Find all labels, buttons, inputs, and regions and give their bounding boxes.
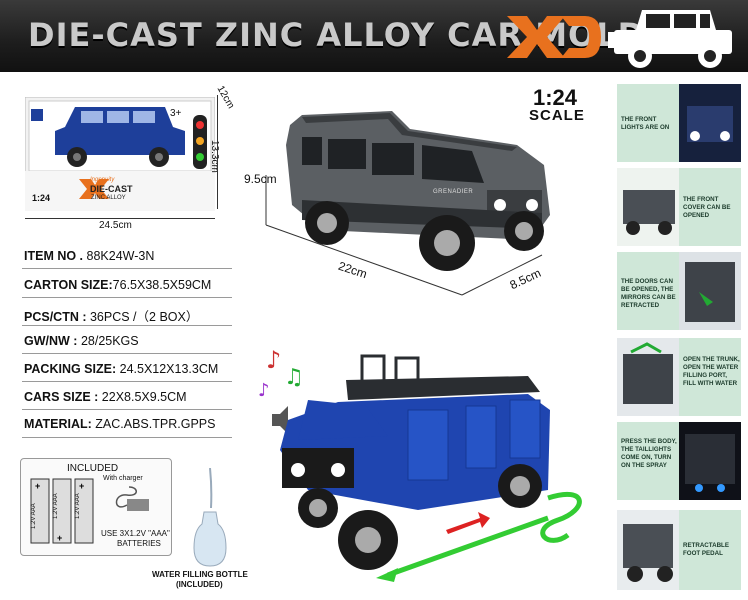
divider xyxy=(22,325,232,326)
feature-panel-front-lights: THE FRONT LIGHTS ARE ON xyxy=(617,84,741,162)
charger-cable-icon xyxy=(115,486,149,511)
scale-number: 1:24 xyxy=(533,85,578,110)
battery-label: 1.2V AAA xyxy=(75,493,81,519)
bottle-label-line1: WATER FILLING BOTTLE xyxy=(152,570,248,579)
feature-panel-front-cover: THE FRONT COVER CAN BE OPENED xyxy=(617,168,741,246)
svg-text:+: + xyxy=(57,533,62,543)
feature-panel-taillights: PRESS THE BODY, THE TAILLIGHTS COME ON, … xyxy=(617,422,741,500)
svg-text:♪: ♪ xyxy=(258,380,270,401)
grille-badge-text: GRENADIER xyxy=(433,189,474,195)
battery-label: 1.2V AAA xyxy=(31,503,37,529)
box-width-dimension: 24.5cm xyxy=(99,220,132,231)
charger-label: With charger xyxy=(103,475,143,482)
box-product-sub: ZINC ALLOY xyxy=(91,195,126,201)
bottle-label-line2: (INCLUDED) xyxy=(176,580,223,589)
spec-item-no: ITEM NO . 88K24W-3N xyxy=(24,249,155,263)
spec-material: MATERIAL: ZAC.ABS.TPR.GPPS xyxy=(24,417,216,431)
battery-usage-line2: BATTERIES xyxy=(117,539,161,548)
divider xyxy=(22,409,232,410)
car-silhouette-icon xyxy=(608,10,732,68)
xd-logo-icon xyxy=(507,16,601,58)
header-bar: DIE-CAST ZINC ALLOY CAR MOLD xyxy=(0,0,748,72)
box-scale-label: 1:24 xyxy=(32,193,51,203)
feature-panel-foot-pedal: RETRACTABLE FOOT PEDAL xyxy=(617,510,741,590)
svg-text:♫: ♫ xyxy=(284,365,304,390)
divider xyxy=(22,297,232,298)
svg-text:♪: ♪ xyxy=(266,346,281,374)
box-brand-line: Ingenuity xyxy=(90,177,115,183)
box-age-label: 3+ xyxy=(170,108,182,119)
car-height-dimension: 9.5cm xyxy=(244,172,277,186)
svg-text:+: + xyxy=(35,481,40,491)
spec-carton-size: CARTON SIZE:76.5X38.5X59CM xyxy=(24,278,212,292)
battery-icon: + + + xyxy=(30,478,94,544)
included-accessories-box: INCLUDED + + + 1.2V AAA 1.2V AAA 1.2V AA… xyxy=(20,458,172,556)
box-product-line: DIE-CAST xyxy=(90,184,133,194)
divider xyxy=(22,268,232,269)
dimension-line xyxy=(25,218,215,219)
battery-usage-line1: USE 3X1.2V "AAA" xyxy=(101,529,170,538)
spec-packing-size: PACKING SIZE: 24.5X12X13.3CM xyxy=(24,362,219,376)
spec-pcs-ctn: PCS/CTN : 36PCS /（2 BOX） xyxy=(24,310,199,324)
package-box-image xyxy=(25,97,215,211)
battery-label: 1.2V AAA xyxy=(53,493,59,519)
scale-word: SCALE xyxy=(529,107,585,124)
water-bottle-icon xyxy=(193,468,227,567)
svg-text:+: + xyxy=(79,481,84,491)
included-title: INCLUDED xyxy=(67,463,119,474)
spec-cars-size: CARS SIZE : 22X8.5X9.5CM xyxy=(24,390,187,404)
spec-gw-nw: GW/NW : 28/25KGS xyxy=(24,334,139,348)
divider xyxy=(22,437,232,438)
divider xyxy=(22,353,232,354)
divider xyxy=(22,381,232,382)
grey-car-image xyxy=(265,111,550,296)
dimension-line xyxy=(217,95,218,209)
feature-panel-trunk: OPEN THE TRUNK, OPEN THE WATER FILLING P… xyxy=(617,338,741,416)
box-height-dimension: 13.3cm xyxy=(209,140,220,173)
feature-panel-doors: THE DOORS CAN BE OPENED, THE MIRRORS CAN… xyxy=(617,252,741,330)
blue-car-image: ♪ ♫ ♪ xyxy=(258,346,582,582)
